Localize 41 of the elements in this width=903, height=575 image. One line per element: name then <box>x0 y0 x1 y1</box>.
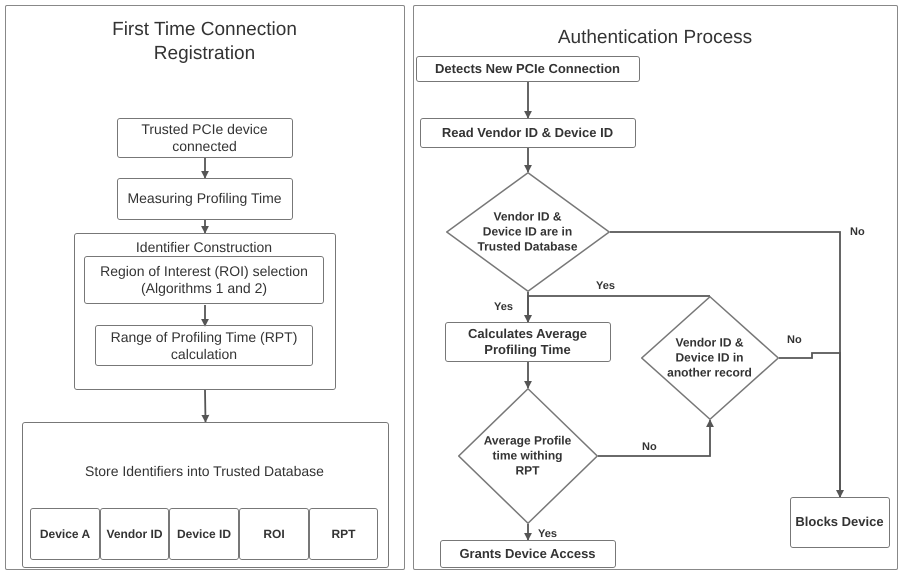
edge-label: Yes <box>537 528 558 540</box>
group-title: Store Identifiers into Trusted Database <box>84 462 325 480</box>
process-box: Range of Profiling Time (RPT) calculation <box>95 325 313 366</box>
panel <box>413 5 898 570</box>
table-cell: Vendor ID <box>100 508 169 560</box>
arrow <box>524 524 532 541</box>
panel-title: Authentication Process <box>556 26 754 50</box>
arrow <box>598 419 714 457</box>
edge-label: Yes <box>493 301 514 314</box>
arrow <box>201 390 210 423</box>
panel <box>5 5 405 570</box>
panel-title: First Time Connection Registration <box>111 18 298 66</box>
process-box: Region of Interest (ROI) selection (Algorithms 1 and 2) <box>84 256 324 304</box>
table-cell: Device A <box>30 508 100 560</box>
edge-label: Yes <box>595 280 616 292</box>
group-box <box>74 232 336 390</box>
process-box: Measuring Profiling Time <box>116 178 292 220</box>
arrow <box>201 158 209 179</box>
arrow <box>524 82 532 119</box>
process-box: Trusted PCIe device connected <box>116 118 292 158</box>
arrow <box>524 148 532 173</box>
process-box: Blocks Device <box>790 496 890 548</box>
group-box <box>22 422 388 568</box>
table-cell: ROI <box>239 508 309 560</box>
decision-text: Vendor ID & Device ID in another record <box>666 335 752 380</box>
group-title: Identifier Construction <box>134 238 274 256</box>
process-box: Read Vendor ID & Device ID <box>420 118 636 148</box>
decision-text: Average Profile time withing RPT <box>482 433 572 478</box>
arrow <box>201 305 209 327</box>
edge-label: No <box>641 441 658 454</box>
edge-label: No <box>849 226 866 238</box>
edge-label: No <box>786 334 803 346</box>
arrow <box>524 362 532 389</box>
table-cell: Device ID <box>169 508 239 560</box>
process-box: Calculates Average Profiling Time <box>444 322 610 362</box>
process-box: Grants Device Access <box>440 540 616 568</box>
arrow <box>779 352 844 498</box>
decision-text: Vendor ID & Device ID are in Trusted Database <box>476 209 579 254</box>
process-box: Detects New PCIe Connection <box>416 56 640 82</box>
arrow <box>201 220 209 234</box>
table-cell: RPT <box>309 508 378 560</box>
